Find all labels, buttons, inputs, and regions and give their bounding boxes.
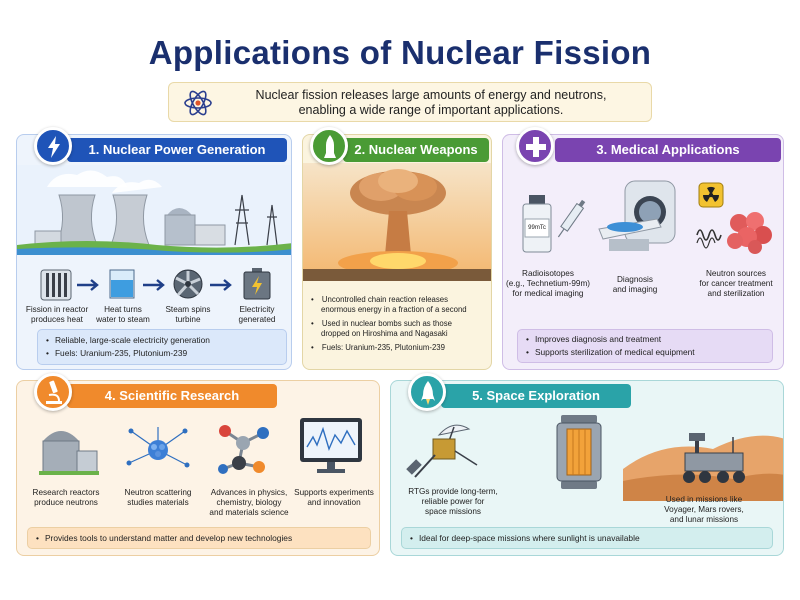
research-bullets: Provides tools to understand matter and … [27,527,371,549]
weapons-bullets: Uncontrolled chain reaction releasesenor… [309,295,489,365]
medical-bullet-1: Improves diagnosis and treatment [526,333,764,346]
spacecraft-icon [406,424,478,478]
heading-space-exploration: 5. Space Exploration [441,384,631,408]
vial-icon [522,195,552,253]
research-bullet-1: Provides tools to understand matter and … [36,532,362,545]
missile-icon [324,135,336,158]
rocket-icon [421,381,435,405]
badge-medical [516,127,554,165]
monitor-graph-icon [300,418,362,473]
power-bullet-1: Reliable, large-scale electricity genera… [46,334,278,347]
weapons-bullet-1: Uncontrolled chain reaction releasesenor… [311,295,487,315]
molecule-icon [218,425,269,474]
badge-weapons [310,127,348,165]
medical-bullets: Improves diagnosis and treatment Support… [517,329,773,363]
mushroom-cloud-illustration [303,163,491,281]
rtg-generator-icon [556,415,602,489]
power-plant-illustration [17,165,291,255]
subtitle-line-2: enabling a wide range of important appli… [298,103,564,117]
vial-label: 99mTc [528,225,546,231]
card-nuclear-weapons: 2. Nuclear Weapons Uncontrolled chain re… [302,134,492,370]
medical-cross-icon [526,137,546,157]
heading-power-generation: 1. Nuclear Power Generation [67,138,287,162]
wave-lines-icon [696,229,722,249]
card-power-generation: 1. Nuclear Power Generation [16,134,292,370]
card-medical-applications: 3. Medical Applications 99mTc [502,134,784,370]
fuel-rods-icon [40,269,72,301]
badge-research [34,373,72,411]
water-beaker-icon [109,269,135,299]
medical-bullet-2: Supports sterilization of medical equipm… [526,346,764,359]
battery-icon [243,268,271,300]
research-reactor-illustration [39,431,99,475]
atom-icon [184,90,212,116]
neutron-scattering-icon [126,427,190,468]
weapons-bullet-2: Used in nuclear bombs such as thosedropp… [311,319,487,339]
badge-power [34,127,72,165]
lightning-icon [48,136,60,158]
imaging-scanner-illustration [598,180,676,251]
subtitle-box: Nuclear fission releases large amounts o… [168,82,652,122]
space-bullets: Ideal for deep-space missions where sunl… [401,527,773,549]
power-bullet-2: Fuels: Uranium-235, Plutonium-239 [46,347,278,360]
mars-rover-scene [623,433,783,501]
flow-arrows [77,279,232,291]
badge-space [408,373,446,411]
card-space-exploration: 5. Space Exploration RTGs provide long-t… [390,380,784,556]
page-title: Applications of Nuclear Fission [148,34,652,71]
cell-cluster-icon [727,212,772,254]
space-bullet-1: Ideal for deep-space missions where sunl… [410,532,764,545]
microscope-icon [46,380,62,404]
heading-medical-applications: 3. Medical Applications [555,138,781,162]
turbine-icon [173,269,203,299]
power-bullets: Reliable, large-scale electricity genera… [37,329,287,365]
heading-scientific-research: 4. Scientific Research [67,384,277,408]
medical-item-1: Radioisotopes(e.g., Technetium-99m)for m… [505,269,591,298]
syringe-icon [557,199,586,238]
space-item-1: RTGs provide long-term,reliable power fo… [408,487,498,516]
heading-nuclear-weapons: 2. Nuclear Weapons [343,138,489,162]
subtitle-line-1: Nuclear fission releases large amounts o… [255,88,607,102]
weapons-bullet-3: Fuels: Uranium-235, Plutonium-239 [311,343,487,353]
card-scientific-research: 4. Scientific Research [16,380,380,556]
radiation-icon [698,182,724,208]
